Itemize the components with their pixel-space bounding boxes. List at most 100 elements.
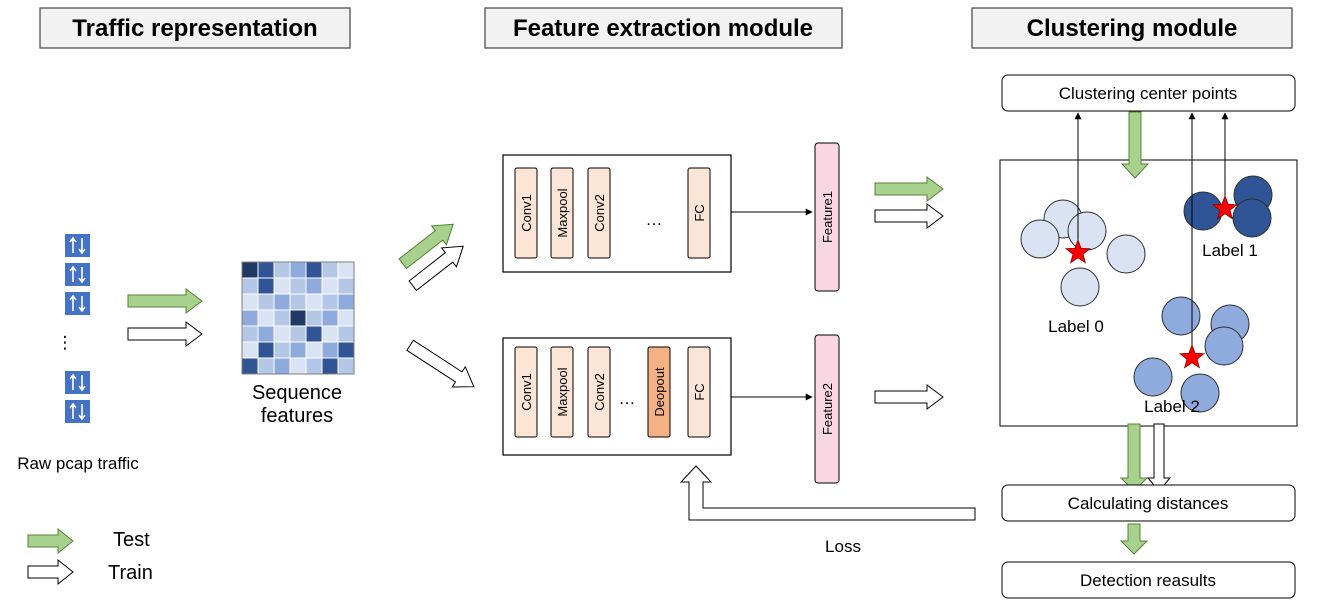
layer-conv1: Conv1 bbox=[514, 346, 538, 438]
svg-text:Conv1: Conv1 bbox=[519, 373, 534, 411]
svg-text:Deopout: Deopout bbox=[652, 367, 667, 417]
matrix-cell bbox=[289, 261, 307, 279]
raw-pcap-label: Raw pcap traffic bbox=[17, 454, 139, 473]
detection-results-label: Detection reasults bbox=[1080, 571, 1216, 590]
cluster-point bbox=[1020, 219, 1060, 259]
matrix-cell bbox=[273, 357, 291, 375]
matrix-cell bbox=[337, 341, 355, 359]
layer-maxpool: Maxpool bbox=[550, 346, 574, 438]
star-label2 bbox=[1178, 343, 1206, 369]
svg-text:Maxpool: Maxpool bbox=[555, 367, 570, 416]
test-arrow-distance-to-detection bbox=[1119, 523, 1149, 555]
feature1-label: Feature1 bbox=[820, 191, 835, 243]
matrix-cell bbox=[273, 277, 291, 295]
matrix-cell bbox=[305, 261, 323, 279]
layer-fc: FC bbox=[687, 167, 711, 259]
clustering-center-points-box: Clustering center points bbox=[1001, 74, 1296, 112]
matrix-cell bbox=[241, 261, 259, 279]
matrix-cell bbox=[289, 277, 307, 295]
matrix-cell bbox=[273, 341, 291, 359]
feature1-box: Feature1 bbox=[814, 142, 840, 292]
label0-text: Label 0 bbox=[1048, 317, 1104, 336]
star-label0 bbox=[1064, 238, 1092, 264]
layer-fc: FC bbox=[687, 346, 711, 438]
cluster-circles bbox=[1020, 175, 1273, 413]
matrix-cell bbox=[321, 357, 339, 375]
test-arrow-center-to-space bbox=[1120, 111, 1150, 179]
sequence-label-line1: Sequence bbox=[252, 382, 342, 404]
matrix-cell bbox=[289, 325, 307, 343]
matrix-cell bbox=[321, 293, 339, 311]
matrix-cell bbox=[305, 277, 323, 295]
header-feature-text: Feature extraction module bbox=[513, 15, 813, 42]
cluster-point bbox=[1106, 234, 1146, 274]
cluster-point bbox=[1180, 373, 1220, 413]
star-label1 bbox=[1211, 194, 1239, 220]
matrix-cell bbox=[257, 277, 275, 295]
packet-swap-icon bbox=[65, 292, 90, 315]
matrix-cell bbox=[241, 357, 259, 375]
loss-label: Loss bbox=[825, 537, 861, 556]
header-traffic-representation: Traffic representation bbox=[39, 7, 351, 49]
train-arrow-space-to-distance bbox=[1146, 423, 1172, 492]
calculating-distances-box: Calculating distances bbox=[1001, 484, 1296, 522]
matrix-cell bbox=[321, 325, 339, 343]
matrix-cell bbox=[257, 309, 275, 327]
matrix-cell bbox=[273, 261, 291, 279]
matrix-cell bbox=[289, 357, 307, 375]
label2-text: Label 2 bbox=[1144, 397, 1200, 416]
train-arrow-feature1 bbox=[874, 203, 944, 229]
train-arrow-to-top-network bbox=[408, 245, 464, 292]
matrix-cell bbox=[257, 325, 275, 343]
svg-text:Conv2: Conv2 bbox=[592, 373, 607, 411]
packet-swap-icon bbox=[65, 400, 90, 423]
cluster-point bbox=[1183, 191, 1223, 231]
matrix-cell bbox=[337, 325, 355, 343]
packet-ellipsis: ⋮ bbox=[57, 333, 74, 352]
header-feature-extraction: Feature extraction module bbox=[484, 7, 843, 49]
packet-swap-icon bbox=[65, 371, 90, 394]
layer-conv1: Conv1 bbox=[514, 167, 538, 259]
calculating-distances-label: Calculating distances bbox=[1068, 494, 1229, 513]
feature2-label: Feature2 bbox=[820, 383, 835, 435]
feature2-box: Feature2 bbox=[814, 334, 840, 484]
matrix-cell bbox=[257, 261, 275, 279]
matrix-cell bbox=[305, 309, 323, 327]
svg-text:FC: FC bbox=[692, 204, 707, 221]
legend-test-arrow bbox=[27, 527, 74, 555]
detection-results-box: Detection reasults bbox=[1001, 561, 1296, 599]
legend-train-arrow bbox=[27, 558, 74, 586]
matrix-cell bbox=[321, 341, 339, 359]
test-arrow-feature1 bbox=[874, 176, 944, 202]
label1-text: Label 1 bbox=[1202, 241, 1258, 260]
matrix-cell bbox=[305, 325, 323, 343]
matrix-cell bbox=[337, 261, 355, 279]
legend-train-label: Train bbox=[108, 562, 153, 584]
svg-text:FC: FC bbox=[692, 383, 707, 400]
matrix-cell bbox=[305, 293, 323, 311]
matrix-cell bbox=[289, 293, 307, 311]
matrix-cell bbox=[289, 341, 307, 359]
header-cluster-text: Clustering module bbox=[1027, 15, 1238, 42]
train-arrow-traffic bbox=[127, 321, 203, 347]
layer-conv2: Conv2 bbox=[587, 167, 611, 259]
cluster-point bbox=[1204, 326, 1244, 366]
layer-ellipsis: … bbox=[646, 210, 663, 229]
clustering-center-points-label: Clustering center points bbox=[1059, 84, 1238, 103]
matrix-cell bbox=[337, 357, 355, 375]
layer-ellipsis: … bbox=[619, 389, 636, 408]
cluster-point bbox=[1161, 296, 1201, 336]
layer-conv2: Conv2 bbox=[587, 346, 611, 438]
matrix-cell bbox=[241, 325, 259, 343]
matrix-cell bbox=[241, 341, 259, 359]
raw-packets-column bbox=[65, 234, 90, 423]
matrix-cell bbox=[321, 277, 339, 295]
matrix-cell bbox=[257, 341, 275, 359]
cluster-point bbox=[1232, 198, 1272, 238]
test-arrow-traffic bbox=[127, 288, 203, 314]
matrix-cell bbox=[321, 261, 339, 279]
packet-swap-icon bbox=[65, 234, 90, 257]
header-clustering-module: Clustering module bbox=[971, 7, 1293, 49]
header-traffic-text: Traffic representation bbox=[72, 15, 317, 42]
